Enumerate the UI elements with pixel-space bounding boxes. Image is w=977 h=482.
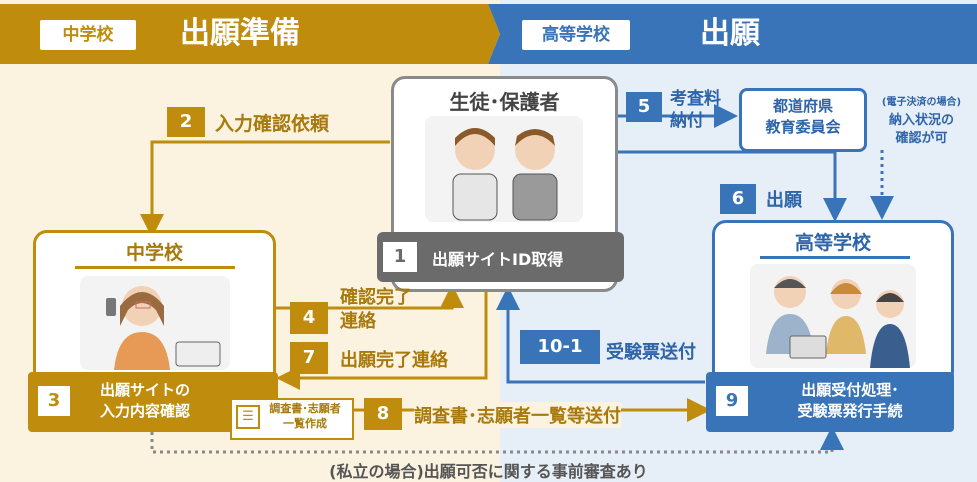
step-10-1-label: 受験票送付 — [606, 342, 696, 363]
junior-high-title-underline — [75, 266, 235, 269]
board-note-line1: (電子決済の場合) — [881, 97, 962, 108]
step-4-label-line1: 確認完了 — [340, 287, 412, 308]
step-3-label: 出願サイトの 入力内容確認 — [80, 380, 210, 422]
document-note-line1: 調査書･志願者 — [269, 402, 341, 415]
step-5-label-line1: 考査料 — [670, 89, 721, 109]
step-2-label: 入力確認依頼 — [215, 113, 330, 135]
arrow-step-2 — [140, 140, 390, 238]
right-header-title: 出願 — [700, 16, 760, 51]
step-4-label-line2: 連絡 — [340, 311, 376, 332]
step-1-number: 1 — [383, 242, 417, 272]
step-2-number: 2 — [167, 107, 205, 137]
step-1-label: 出願サイトID取得 — [432, 250, 564, 269]
step-9-label: 出願受付処理･ 受験票発行手続 — [760, 380, 940, 422]
footer-note: (私立の場合)出願可否に関する事前審査あり — [329, 462, 648, 481]
board-label-line1: 都道府県 — [772, 97, 833, 115]
step-5-label: 考査料 納付 — [670, 88, 721, 132]
step-10-1-number: 10-1 — [520, 330, 600, 364]
step-9-label-line2: 受験票発行手続 — [797, 402, 903, 420]
arrow-step-7 — [276, 288, 488, 390]
step-3-number: 3 — [38, 386, 70, 416]
document-icon: ☰ — [236, 405, 260, 429]
arrow-step-6 — [615, 150, 847, 222]
step-5-number: 5 — [626, 92, 662, 122]
board-box — [739, 88, 867, 152]
step-4-label: 確認完了 連絡 — [340, 286, 412, 334]
high-school-title-underline — [760, 256, 910, 259]
step-1-banner — [377, 232, 624, 282]
step-6-number: 6 — [720, 184, 756, 214]
board-label-line2: 教育委員会 — [765, 118, 841, 136]
student-title: 生徒･保護者 — [449, 90, 560, 114]
step-8-label: 調査書･志願者一覧等送付 — [414, 402, 621, 428]
arrow-step-10-1 — [496, 286, 705, 384]
arrow-step-4 — [272, 284, 464, 310]
step-7-label: 出願完了連絡 — [340, 350, 448, 371]
board-note-line2: 納入状況の — [888, 113, 954, 128]
step-5-label-line2: 納付 — [670, 111, 704, 131]
left-header-tag: 中学校 — [40, 20, 136, 50]
student-illustration — [425, 116, 583, 222]
board-note-line3: 確認が可 — [895, 131, 948, 146]
high-school-title: 高等学校 — [794, 232, 871, 254]
document-note-line2: 一覧作成 — [283, 417, 327, 430]
junior-high-title: 中学校 — [125, 242, 183, 264]
step-9-label-line1: 出願受付処理･ — [801, 381, 899, 399]
board-note: (電子決済の場合) 納入状況の 確認が可 — [866, 94, 977, 148]
right-header-tag: 高等学校 — [522, 20, 630, 50]
left-header-title: 出願準備 — [180, 16, 300, 51]
footer-dotted-loop — [150, 426, 844, 454]
step-6-label: 出願 — [766, 190, 802, 211]
board-label: 都道府県 教育委員会 — [739, 96, 867, 138]
step-9-number: 9 — [716, 386, 748, 416]
teacher-illustration — [80, 276, 230, 370]
step-4-number: 4 — [290, 302, 328, 334]
step-3-label-line1: 出願サイトの — [99, 381, 190, 399]
step-3-label-line2: 入力内容確認 — [99, 402, 190, 420]
step-7-number: 7 — [290, 342, 328, 374]
step-8-number: 8 — [364, 398, 402, 430]
document-note: 調査書･志願者 一覧作成 — [260, 401, 350, 431]
staff-illustration — [750, 264, 916, 368]
